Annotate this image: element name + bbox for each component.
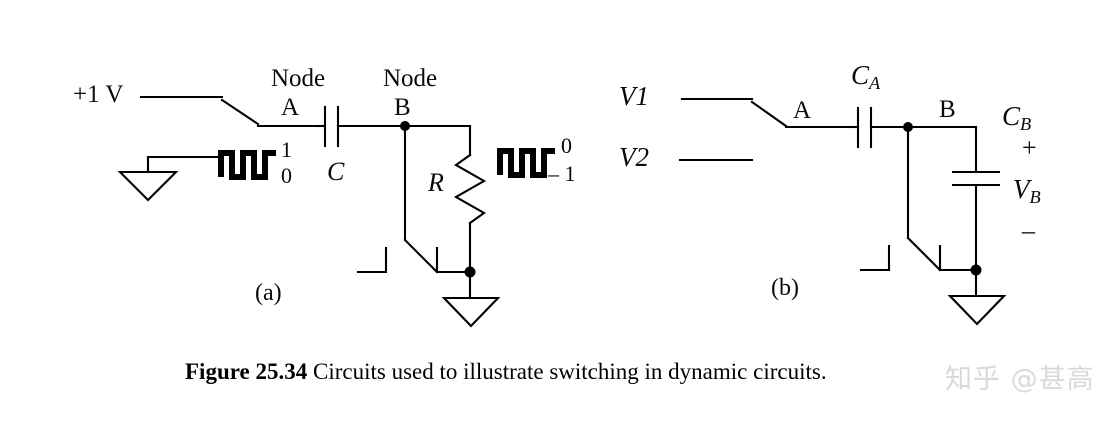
node-a-title-label: Node: [271, 65, 326, 92]
node-b-name-label-b: B: [939, 96, 956, 123]
subfigure-b-label: (b): [771, 275, 799, 301]
figure-caption-number: Figure 25.34: [185, 359, 308, 384]
capacitor-cb-label-main: C: [1002, 101, 1021, 131]
capacitor-cb-label-sub: B: [1020, 114, 1032, 135]
clock-waveform-left-a: [218, 150, 276, 180]
node-a-name-label-b: A: [793, 97, 812, 124]
capacitor-ca-label-main: C: [851, 60, 870, 90]
voltage-vb-label-main: V: [1013, 174, 1030, 204]
subfigure-a-label: (a): [255, 280, 282, 306]
discharge-switch-left-throw-b: [859, 244, 891, 272]
clock-waveform-right-a: [497, 148, 555, 178]
polarity-minus-label: –: [1022, 216, 1035, 245]
discharge-switch-left-throw-a: [356, 246, 388, 274]
discharge-switch-blade-a: [403, 238, 439, 274]
ground-symbol-bottom-a: [441, 296, 501, 328]
ground-symbol-a: [117, 170, 179, 202]
discharge-switch-right-throw-a: [435, 246, 472, 274]
ground-symbol-b: [947, 294, 1007, 326]
capacitor-c-label: C: [327, 157, 345, 186]
discharge-switch-right-throw-b: [938, 244, 978, 272]
node-b-title-label: Node: [383, 65, 438, 92]
node-b-name-label: B: [394, 94, 411, 121]
node-a-name-label: A: [281, 94, 300, 121]
capacitor-ca-label-sub: A: [869, 73, 881, 94]
voltage-vb-label-sub: B: [1029, 187, 1041, 208]
clock-left-low-label: 0: [281, 163, 292, 188]
capacitor-ca-label: CA: [851, 62, 880, 93]
switch-blade-b: [750, 100, 788, 128]
supply-voltage-label-a: +1 V: [73, 81, 124, 108]
polarity-plus-label: +: [1022, 133, 1037, 162]
figure-caption: Figure 25.34 Circuits used to illustrate…: [185, 358, 1085, 387]
figure-caption-text: Circuits used to illustrate switching in…: [312, 359, 827, 384]
resistor-r-label: R: [428, 168, 444, 197]
clock-right-high-label: 0: [561, 133, 572, 158]
discharge-switch-blade-b: [906, 236, 942, 272]
voltage-vb-label: VB: [1013, 176, 1041, 207]
source-v2-label: V2: [619, 142, 649, 172]
clock-right-low-label: – 1: [548, 161, 576, 186]
switch-blade-a: [220, 98, 260, 126]
clock-left-high-label: 1: [281, 137, 292, 162]
resistor-zigzag-a: [453, 153, 487, 225]
capacitor-cb-label: CB: [1002, 103, 1031, 134]
source-v1-label: V1: [619, 81, 649, 111]
